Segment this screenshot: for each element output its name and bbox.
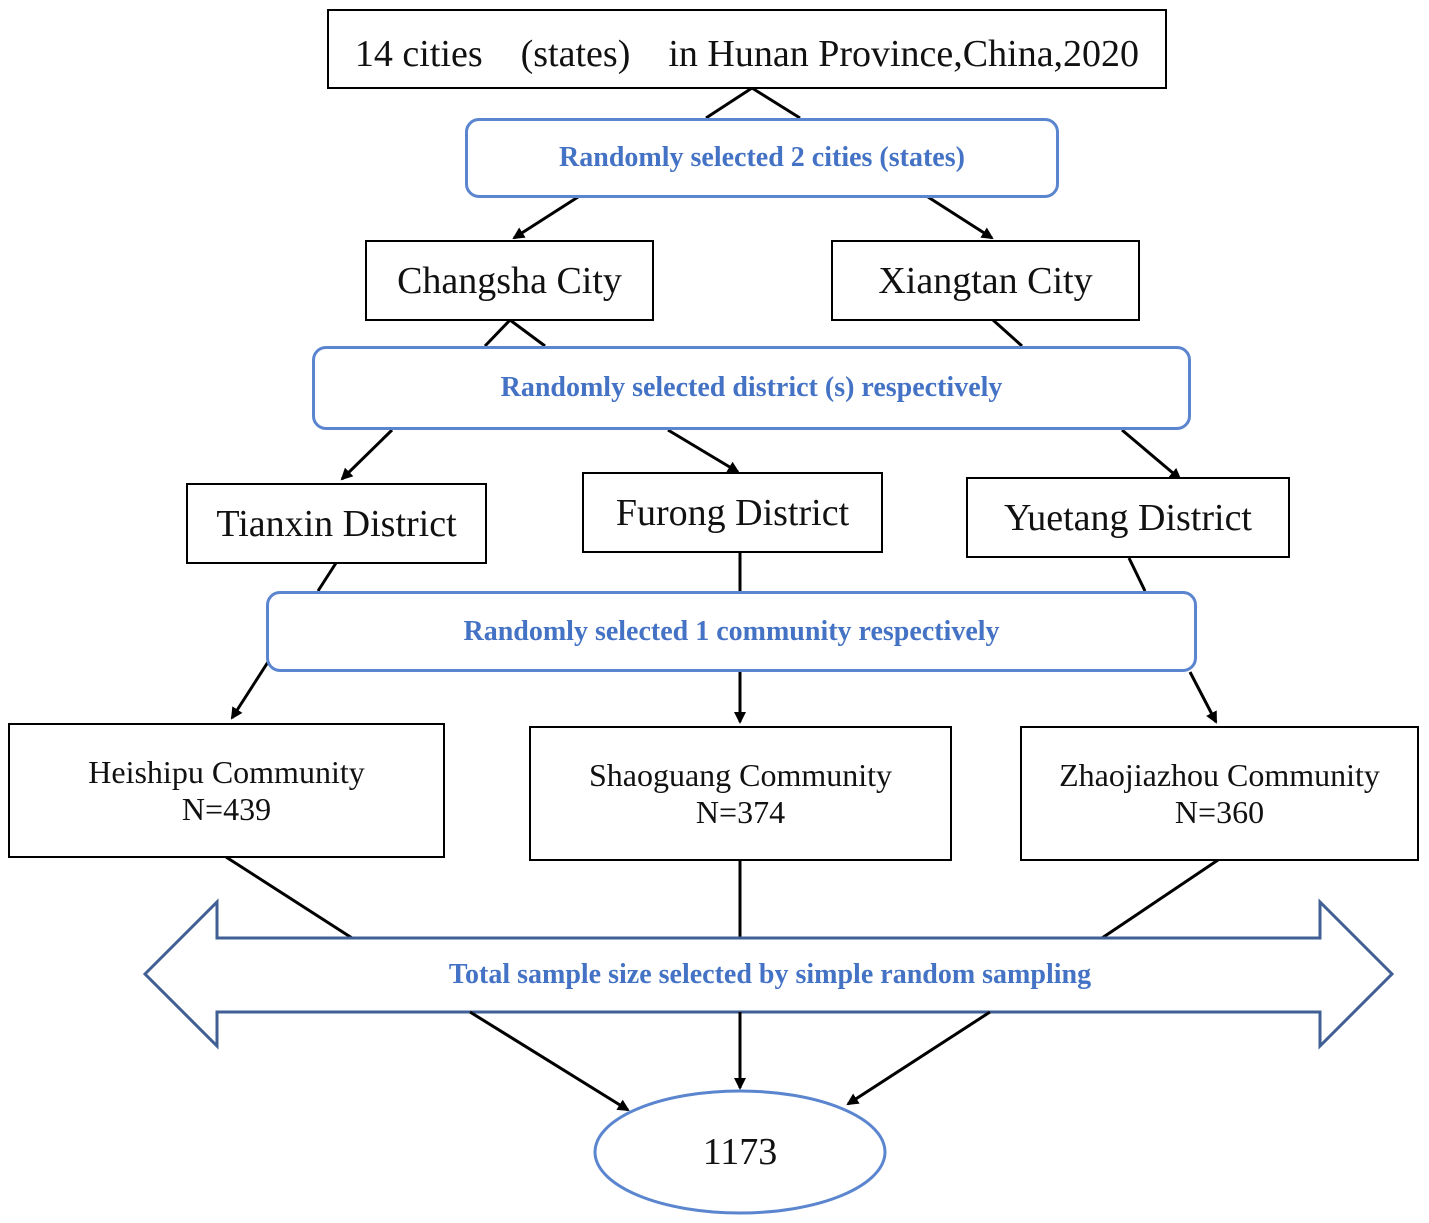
connector-zhaojiazhou bbox=[1101, 858, 1219, 940]
city-label-changsha: Changsha City bbox=[397, 259, 622, 302]
connector-heishipu bbox=[225, 855, 353, 940]
step-select-cities-label: Randomly selected 2 cities (states) bbox=[559, 142, 965, 173]
arrow-to-xiangtan bbox=[927, 195, 994, 240]
community-box-shaoguang: Shaoguang Community N=374 bbox=[529, 726, 952, 861]
community-name-shaoguang: Shaoguang Community bbox=[588, 756, 893, 793]
connector-yuetang bbox=[1127, 557, 1147, 592]
step-select-cities: Randomly selected 2 cities (states) bbox=[465, 118, 1059, 198]
arrow-to-yuetang bbox=[1121, 428, 1182, 481]
district-label-furong: Furong District bbox=[615, 491, 850, 534]
city-box-xiangtan: Xiangtan City bbox=[831, 240, 1140, 321]
total-arrow-text: Total sample size selected by simple ran… bbox=[448, 959, 1092, 990]
community-box-zhaojiazhou: Zhaojiazhou Community N=360 bbox=[1020, 726, 1419, 861]
community-n-zhaojiazhou: N=360 bbox=[1174, 793, 1265, 830]
connector-changsha-left bbox=[483, 318, 512, 348]
step-select-districts: Randomly selected district (s) respectiv… bbox=[312, 346, 1191, 430]
total-double-arrow-shape bbox=[142, 898, 1395, 1050]
district-box-yuetang: Yuetang District bbox=[966, 477, 1290, 558]
population-label: 14 cities (states) in Hunan Province,Chi… bbox=[354, 32, 1140, 75]
step-select-communities: Randomly selected 1 community respective… bbox=[266, 591, 1197, 672]
connector-changsha-right bbox=[509, 318, 546, 348]
community-box-heishipu: Heishipu Community N=439 bbox=[8, 723, 445, 858]
arrow-to-tianxin bbox=[340, 428, 394, 481]
arrow-to-changsha bbox=[512, 195, 579, 240]
connector-top-right bbox=[751, 86, 801, 120]
community-n-shaoguang: N=374 bbox=[695, 793, 786, 830]
connector-tianxin bbox=[316, 562, 338, 592]
community-name-zhaojiazhou: Zhaojiazhou Community bbox=[1059, 756, 1380, 793]
total-ellipse bbox=[593, 1089, 887, 1215]
total-value-text: 1173 bbox=[702, 1131, 778, 1173]
arrow-to-total-right bbox=[846, 1010, 991, 1106]
arrow-to-furong bbox=[667, 428, 740, 474]
population-box: 14 cities (states) in Hunan Province,Chi… bbox=[327, 9, 1167, 89]
community-name-heishipu: Heishipu Community bbox=[88, 753, 365, 790]
connector-xiangtan bbox=[991, 318, 1024, 348]
total-value: 1173 bbox=[600, 1112, 880, 1192]
step-select-communities-label: Randomly selected 1 community respective… bbox=[463, 615, 1000, 647]
arrow-to-heishipu bbox=[230, 661, 270, 720]
total-arrow-label: Total sample size selected by simple ran… bbox=[220, 940, 1320, 1010]
arrow-to-total-left bbox=[469, 1010, 630, 1112]
step-select-districts-label: Randomly selected district (s) respectiv… bbox=[500, 372, 1003, 403]
arrow-to-zhaojiazhou bbox=[1188, 671, 1218, 724]
district-label-tianxin: Tianxin District bbox=[216, 502, 457, 545]
district-box-furong: Furong District bbox=[582, 472, 883, 553]
city-label-xiangtan: Xiangtan City bbox=[878, 259, 1093, 302]
community-n-heishipu: N=439 bbox=[181, 790, 272, 827]
connector-top-left bbox=[705, 86, 753, 120]
city-box-changsha: Changsha City bbox=[365, 240, 654, 321]
district-box-tianxin: Tianxin District bbox=[186, 483, 487, 564]
district-label-yuetang: Yuetang District bbox=[1003, 496, 1252, 539]
